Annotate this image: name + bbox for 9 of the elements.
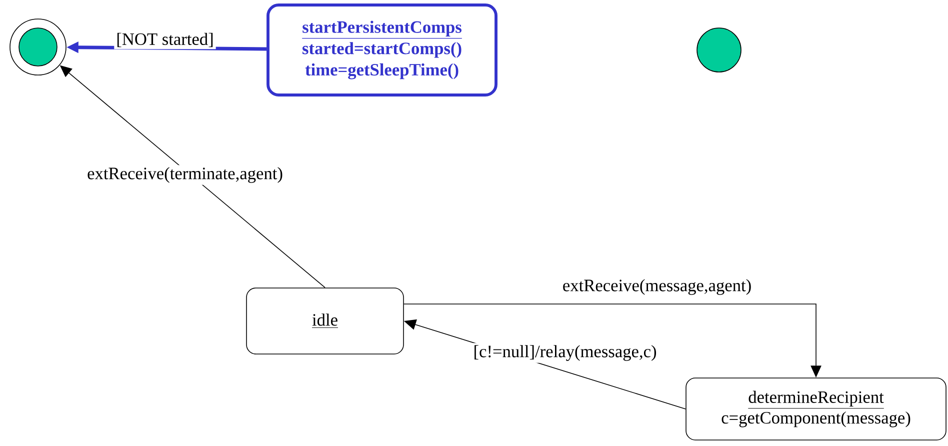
state-box: determineRecipient c=getComponent(message) bbox=[686, 378, 946, 440]
state-box: startPersistentComps started=startComps() time=getSleepTime() bbox=[266, 4, 498, 96]
final-state bbox=[10, 18, 66, 76]
edge-label: extReceive(message,agent) bbox=[560, 277, 754, 297]
edge-label: extReceive(terminate,agent) bbox=[85, 165, 285, 185]
initial-state bbox=[696, 28, 742, 72]
state-box: idle bbox=[246, 288, 404, 354]
edge-label: [c!=null]/relay(message,c) bbox=[471, 343, 659, 363]
edge-label: [NOT started] bbox=[114, 30, 216, 50]
